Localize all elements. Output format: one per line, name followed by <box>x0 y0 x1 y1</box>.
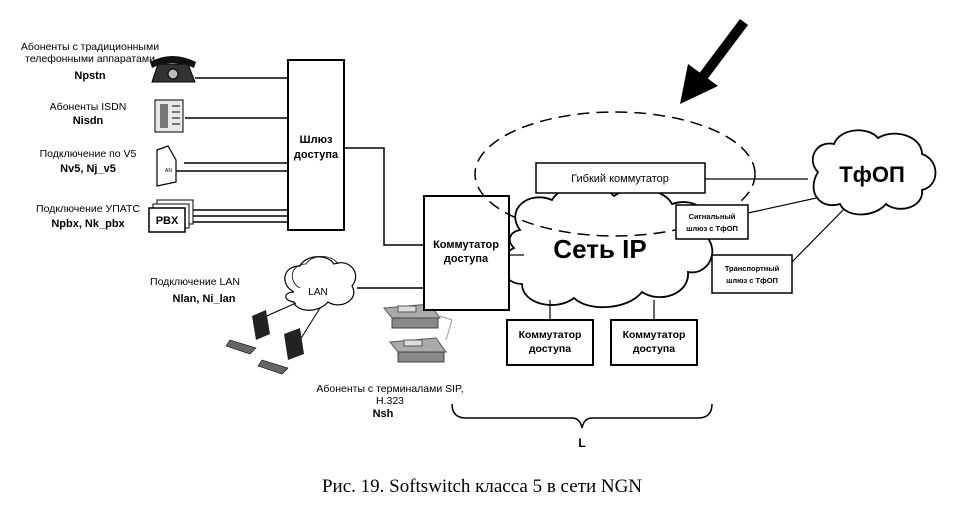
span-brace <box>451 403 713 429</box>
softswitch-label: Гибкий коммутатор <box>571 173 669 185</box>
access-switch-3-box <box>610 319 698 366</box>
network-links <box>509 178 849 320</box>
softswitch-highlight-ellipse <box>474 111 756 237</box>
v5-connection-label: Подключение по V5 <box>40 148 137 160</box>
svg-text:AN: AN <box>165 168 172 174</box>
lan-cloud-label: LAN <box>308 287 327 298</box>
pstn-cloud <box>812 129 937 216</box>
lan-cloud: LAN <box>284 256 357 311</box>
pbx-connection-count: Npbx, Nk_pbx <box>51 218 125 230</box>
figure-caption: Рис. 19. Softswitch класса 5 в сети NGN <box>322 476 642 497</box>
pbx-icon-label: PBX <box>156 215 179 227</box>
access-switch-3-label-line2: доступа <box>633 343 675 355</box>
sip-subscribers-label-line1: Абоненты с терминалами SIP, <box>316 383 463 395</box>
sip-phone-icon <box>389 337 447 363</box>
transport-gateway-box <box>711 254 793 294</box>
softswitch-box <box>535 162 706 194</box>
sip-subscribers-label-line2: H.323 <box>376 395 404 407</box>
pstn-subscribers-count: Npstn <box>74 70 105 82</box>
computer-icon <box>225 310 270 355</box>
pbx-connection-label: Подключение УПАТС <box>36 203 140 215</box>
signal-gateway-box <box>675 204 749 240</box>
transport-gateway-label-line1: Транспортный <box>725 264 780 273</box>
sip-subscribers-count: Nsh <box>373 408 394 420</box>
access-switch-2-box <box>506 319 594 366</box>
telephone-icon <box>150 56 196 83</box>
access-switch-main-label-line2: доступа <box>444 253 489 265</box>
access-gateway-label-line2: доступа <box>294 149 339 161</box>
pstn-subscribers-label-line2: телефонными аппаратами <box>25 53 155 65</box>
highlight-arrow-icon <box>680 19 748 104</box>
access-switch-main-box <box>423 195 510 311</box>
v5-connection-count: Nv5, Nj_v5 <box>60 163 116 175</box>
ip-network-label: Сеть IP <box>553 234 646 264</box>
access-switch-2-label-line1: Коммутатор <box>519 329 582 341</box>
access-gateway-box <box>287 59 345 231</box>
pbx-icon: PBX <box>148 199 194 233</box>
access-switch-2-label-line2: доступа <box>529 343 571 355</box>
access-switch-3-label-line1: Коммутатор <box>623 329 686 341</box>
isdn-subscribers-count: Nisdn <box>73 115 104 127</box>
isdn-terminal-icon <box>154 99 184 133</box>
transport-gateway-label-line2: шлюз с ТфОП <box>726 276 778 285</box>
computer-icon <box>257 328 304 375</box>
pstn-subscribers-label-line1: Абоненты с традиционными <box>21 41 159 53</box>
lan-connection-count: Nlan, Ni_lan <box>173 293 236 305</box>
lan-links <box>261 302 321 341</box>
span-label: L <box>578 436 585 450</box>
access-gateway-label-line1: Шлюз <box>300 134 333 146</box>
isdn-subscribers-label: Абоненты ISDN <box>50 101 127 113</box>
signal-gateway-label-line2: шлюз с ТфОП <box>686 224 738 233</box>
lan-connection-label: Подключение LAN <box>150 276 240 288</box>
sip-phones-link <box>439 315 453 341</box>
access-switch-main-label-line1: Коммутатор <box>433 239 499 251</box>
pstn-cloud-label: ТфОП <box>839 162 905 187</box>
signal-gateway-label-line1: Сигнальный <box>689 212 736 221</box>
access-network-icon: AN <box>156 145 177 187</box>
